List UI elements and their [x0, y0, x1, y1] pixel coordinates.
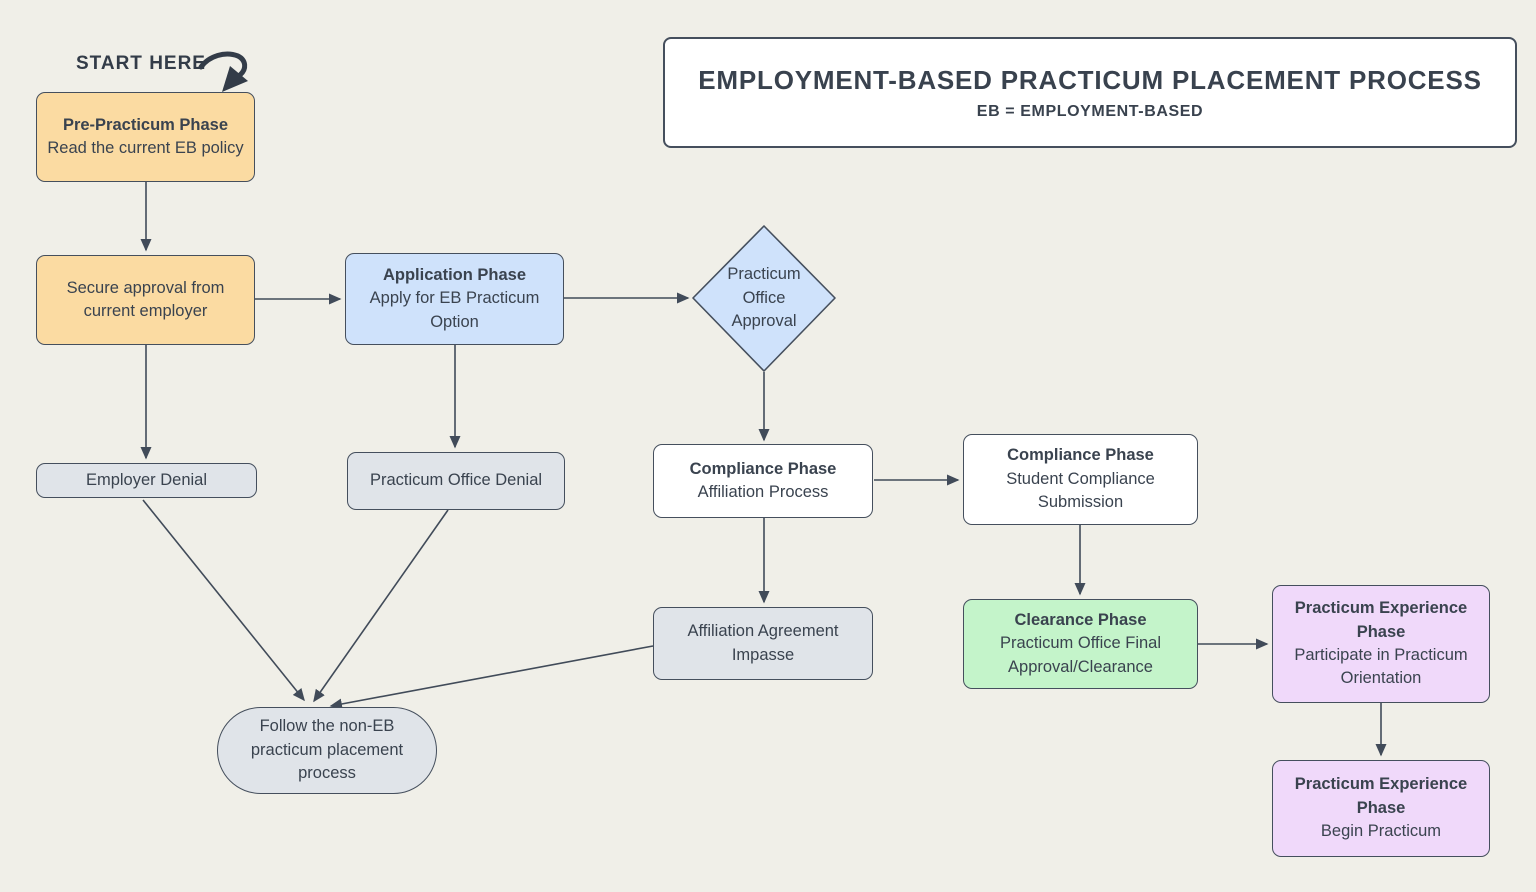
node-body: Apply for EB Practicum Option: [369, 289, 540, 331]
node-application-phase: Application Phase Apply for EB Practicum…: [345, 253, 564, 345]
node-practicum-orientation: Practicum Experience Phase Participate i…: [1272, 585, 1490, 703]
node-non-eb-process: Follow the non-EB practicum placement pr…: [217, 707, 437, 794]
node-body: Practicum Office Approval: [727, 265, 801, 331]
node-header: Compliance Phase: [689, 459, 837, 478]
node-header: Practicum Experience Phase: [1294, 599, 1468, 641]
node-body: Affiliation Process: [697, 483, 829, 501]
node-compliance-affiliation: Compliance Phase Affiliation Process: [653, 444, 873, 518]
connector-employer-denial-to-noneb: [142, 499, 305, 702]
diagram-title: EMPLOYMENT-BASED PRACTICUM PLACEMENT PRO…: [698, 64, 1482, 95]
node-begin-practicum: Practicum Experience Phase Begin Practic…: [1272, 760, 1490, 857]
node-pre-practicum-phase: Pre-Practicum Phase Read the current EB …: [36, 92, 255, 182]
node-practicum-office-approval: Practicum Office Approval: [700, 253, 828, 344]
node-affiliation-impasse: Affiliation Agreement Impasse: [653, 607, 873, 680]
node-body: Read the current EB policy: [47, 139, 244, 157]
node-header: Pre-Practicum Phase: [62, 115, 229, 134]
node-body: Employer Denial: [85, 470, 208, 489]
node-header: Practicum Experience Phase: [1294, 775, 1468, 817]
node-employer-denial: Employer Denial: [36, 463, 257, 498]
connector-office-denial-to-noneb: [313, 509, 449, 703]
node-header: Application Phase: [382, 265, 527, 284]
node-clearance-phase: Clearance Phase Practicum Office Final A…: [963, 599, 1198, 689]
decision-diamond-shape: [692, 225, 836, 372]
diagram-subtitle: EB = EMPLOYMENT-BASED: [976, 102, 1204, 120]
node-body: Follow the non-EB practicum placement pr…: [250, 717, 404, 783]
node-body: Affiliation Agreement Impasse: [687, 622, 839, 664]
node-body: Practicum Office Denial: [369, 471, 543, 490]
node-compliance-submission: Compliance Phase Student Compliance Subm…: [963, 434, 1198, 525]
title-panel: EMPLOYMENT-BASED PRACTICUM PLACEMENT PRO…: [663, 37, 1517, 148]
node-body: Secure approval from current employer: [66, 278, 225, 320]
node-header: Clearance Phase: [1014, 610, 1147, 629]
node-body: Begin Practicum: [1320, 822, 1442, 841]
start-here-label: START HERE: [76, 53, 206, 74]
node-header: Compliance Phase: [1007, 446, 1154, 465]
node-body: Participate in Practicum Orientation: [1294, 646, 1468, 688]
node-secure-approval: Secure approval from current employer: [36, 255, 255, 345]
node-body: Student Compliance Submission: [1006, 469, 1155, 512]
node-practicum-office-denial: Practicum Office Denial: [347, 452, 565, 510]
node-body: Practicum Office Final Approval/Clearanc…: [999, 634, 1162, 676]
start-here-arrow: [198, 51, 248, 92]
connector-impasse-to-noneb: [329, 645, 654, 710]
